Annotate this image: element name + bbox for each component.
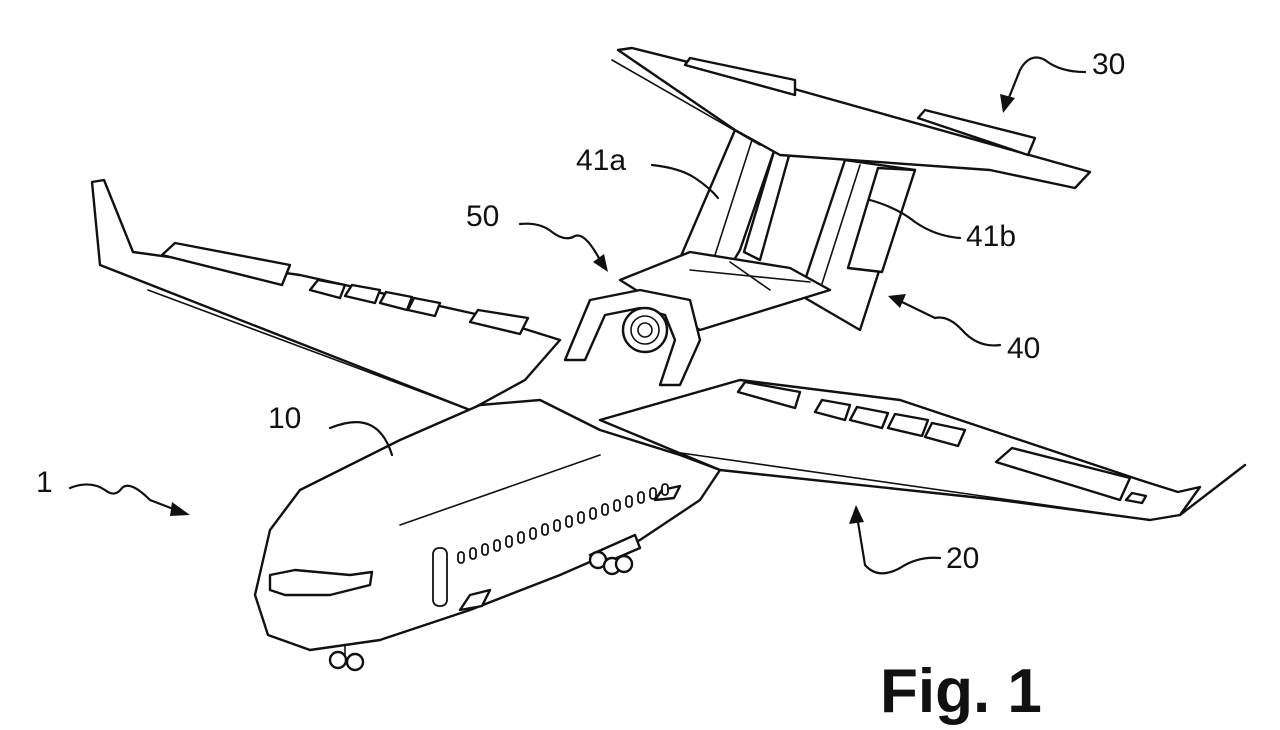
engine [563,288,702,387]
tail-assembly [611,46,1092,332]
ref-label-fin-right: 41b [966,220,1016,253]
landing-gear [328,533,642,672]
ref-label-engine: 50 [466,200,499,233]
ref-label-fin-left: 41a [576,144,626,177]
figure-caption: Fig. 1 [880,657,1042,726]
reference-leaders [68,56,1087,575]
left-wing [90,178,562,412]
ref-label-fuselage: 10 [268,402,301,435]
fuselage [253,398,722,652]
right-wing [598,378,1247,522]
ref-label-wing: 20 [946,542,979,575]
ref-label-vertical-tail: 40 [1007,332,1040,365]
ref-label-horizontal-tail: 30 [1092,48,1125,81]
ref-label-aircraft: 1 [36,466,53,499]
